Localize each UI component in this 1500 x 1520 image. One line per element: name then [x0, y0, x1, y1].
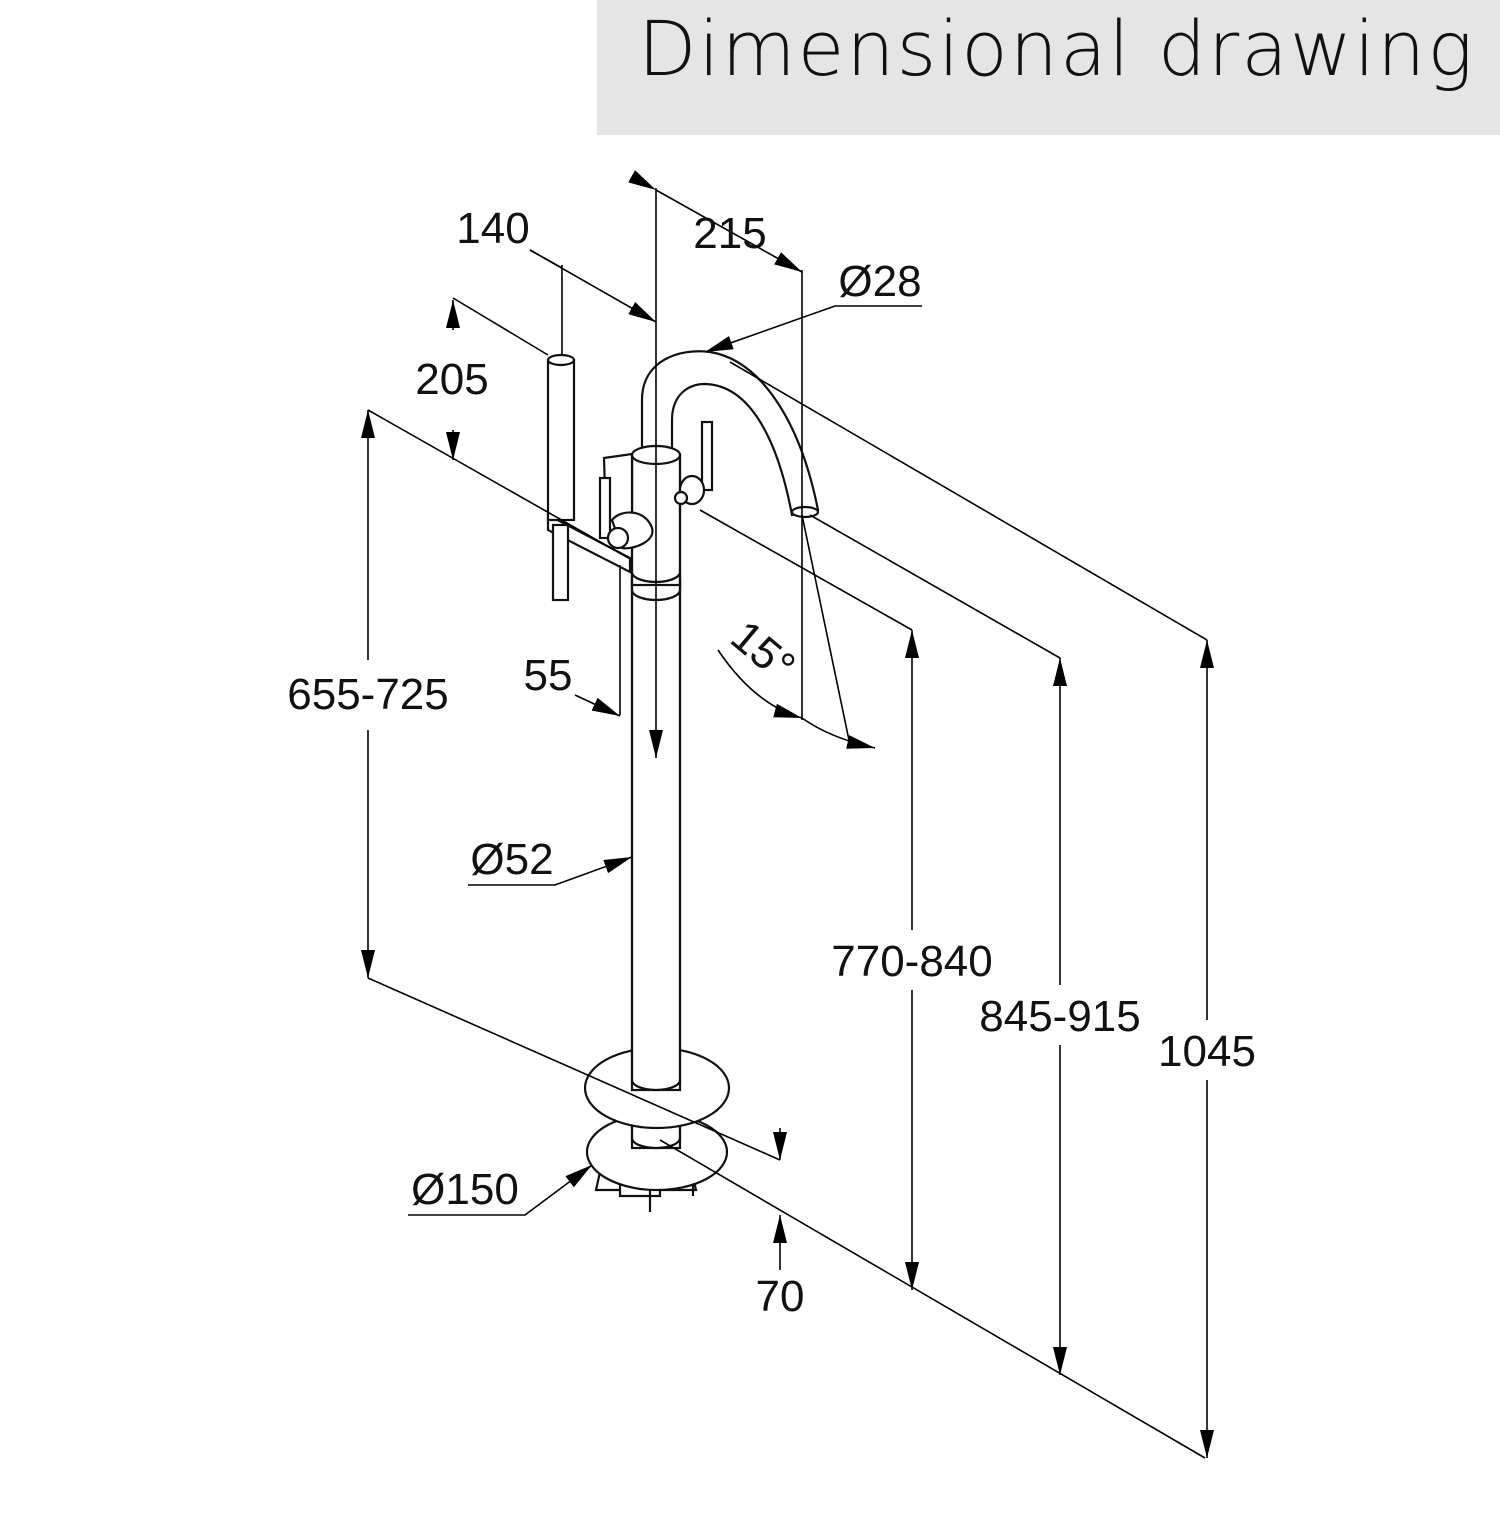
dim-label-spout-outlet-height: 770-840	[831, 937, 992, 986]
header-banner	[597, 0, 1500, 135]
lever-handle-left	[598, 476, 630, 550]
base-plate	[583, 1046, 731, 1212]
dim-label-spout-diameter: Ø28	[838, 257, 921, 306]
dim-label-hand-shower-offset: 140	[456, 204, 529, 253]
dim-label-handle-offset: 55	[524, 651, 573, 700]
lever-handle-right	[673, 420, 714, 506]
dim-label-swivel-angle: 15°	[722, 611, 804, 691]
dim-label-base-depth: 70	[756, 1272, 805, 1321]
dim-label-hand-shower-height: 205	[415, 355, 488, 404]
dim-label-handle-height: 655-725	[287, 670, 448, 719]
dim-label-column-diameter: Ø52	[470, 835, 553, 884]
hand-shower	[546, 353, 632, 602]
faucet-illustration	[546, 350, 820, 1212]
dim-label-spout-height: 845-915	[979, 992, 1140, 1041]
dim-label-spout-reach: 215	[693, 209, 766, 258]
dimension-lines	[361, 170, 1214, 1459]
dim-label-base-diameter: Ø150	[411, 1165, 519, 1214]
dim-label-total-height: 1045	[1158, 1027, 1256, 1076]
page-title: Dimensional drawing	[638, 4, 1475, 93]
